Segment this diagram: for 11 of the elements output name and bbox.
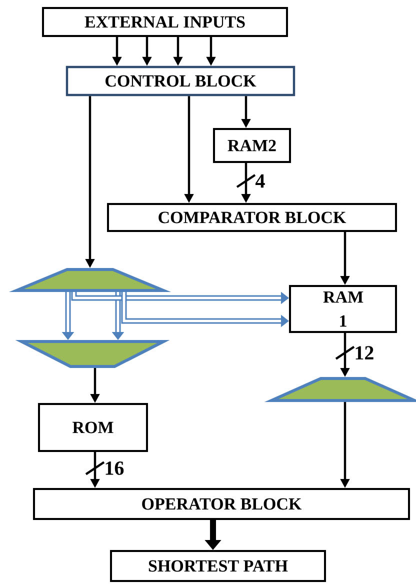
block-box: RAM 1 [289,285,397,333]
block-box: ROM [38,403,148,452]
block-box: RAM2 [213,128,291,163]
edge-label: 16 [106,461,124,475]
block-box: EXTERNAL INPUTS [42,7,288,37]
block-box: SHORTEST PATH [110,550,326,582]
block-box: OPERATOR BLOCK [33,488,410,520]
block-box: CONTROL BLOCK [66,66,296,96]
block-box: COMPARATOR BLOCK [107,203,397,232]
edge-label: 4 [255,174,265,188]
edge-label: 12 [356,346,374,360]
